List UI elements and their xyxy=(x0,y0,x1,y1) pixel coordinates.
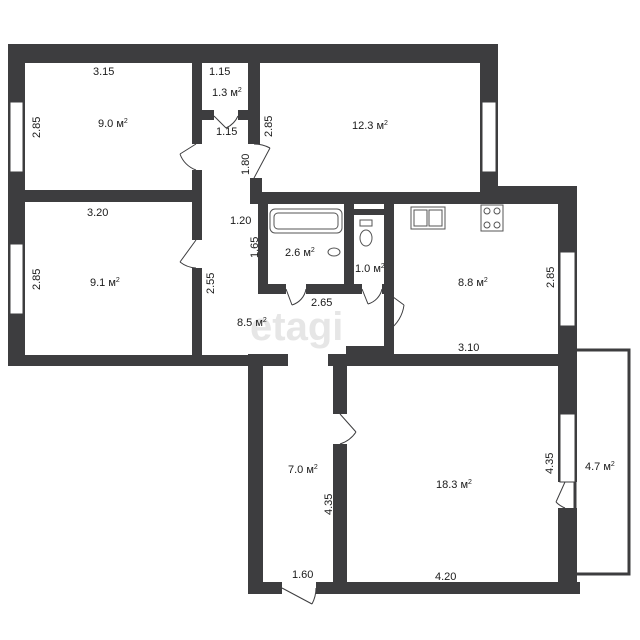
dim-label: 3.10 xyxy=(458,342,479,354)
window-room-nw xyxy=(9,101,24,173)
kitchen-sink-basin-icon xyxy=(413,209,428,227)
door-kitchen xyxy=(388,293,405,331)
sink-icon xyxy=(327,247,341,257)
bathtub-icon xyxy=(269,208,343,234)
dimension-labels: 3.15 2.85 1.15 1.15 2.85 1.80 3.20 1.20 … xyxy=(31,66,557,583)
kitchen-sink-basin2-icon xyxy=(428,209,443,227)
door-room-ne xyxy=(253,143,271,179)
area-balcony: 4.7 м2 xyxy=(585,461,615,473)
dim-label: 4.35 xyxy=(323,494,335,515)
kitchen-sink-icon xyxy=(410,206,446,230)
dim-label: 1.20 xyxy=(230,215,251,227)
area-room-ne: 12.3 м2 xyxy=(352,120,388,132)
area-room-w: 9.1 м2 xyxy=(90,277,120,289)
window-room-se xyxy=(559,413,576,483)
door-room-w xyxy=(179,239,197,269)
area-toilet: 1.0 м2 xyxy=(355,263,385,275)
area-hallway: 8.5 м2 xyxy=(237,317,267,329)
bathtub-inner-icon xyxy=(273,212,339,230)
area-bathroom: 2.6 м2 xyxy=(285,247,315,259)
area-kitchen: 8.8 м2 xyxy=(458,277,488,289)
area-labels: 9.0 м2 1.3 м2 12.3 м2 9.1 м2 2.6 м2 1.0 … xyxy=(90,87,615,491)
window-kitchen xyxy=(559,251,576,327)
dim-label: 1.15 xyxy=(216,126,237,138)
door-toilet xyxy=(361,288,383,305)
window-room-w xyxy=(9,243,24,315)
dim-label: 2.85 xyxy=(263,116,275,137)
dim-label: 4.35 xyxy=(544,453,556,474)
dim-label: 2.85 xyxy=(31,269,43,290)
area-room-sw: 7.0 м2 xyxy=(288,464,318,476)
burner-icon xyxy=(493,207,501,215)
toilet-tank-icon xyxy=(359,219,373,227)
door-room-nw xyxy=(179,143,197,171)
watermark: etagi xyxy=(250,305,343,349)
stove-icon xyxy=(480,204,504,232)
dim-label: 2.65 xyxy=(311,297,332,309)
fixtures xyxy=(269,204,504,257)
door-balcony xyxy=(555,481,566,509)
area-room-se: 18.3 м2 xyxy=(436,479,472,491)
doors xyxy=(179,115,566,605)
door-bathroom xyxy=(285,288,307,306)
dim-label: 3.15 xyxy=(93,66,114,78)
door-room-sw xyxy=(281,587,317,605)
burner-icon xyxy=(483,221,491,229)
dim-label: 3.20 xyxy=(87,207,108,219)
dim-label: 2.85 xyxy=(31,117,43,138)
door-closet xyxy=(213,115,239,129)
dim-label: 1.80 xyxy=(240,154,252,175)
door-room-se xyxy=(339,413,357,445)
dim-label: 1.65 xyxy=(249,237,261,258)
dim-label: 2.55 xyxy=(205,273,217,294)
area-closet: 1.3 м2 xyxy=(212,87,242,99)
toilet-icon xyxy=(359,229,373,247)
burner-icon xyxy=(493,221,501,229)
burner-icon xyxy=(483,207,491,215)
windows xyxy=(9,101,576,483)
dim-label: 1.15 xyxy=(209,66,230,78)
dim-label: 1.60 xyxy=(292,569,313,581)
window-room-ne xyxy=(481,101,497,173)
dim-label: 4.20 xyxy=(435,571,456,583)
area-room-nw: 9.0 м2 xyxy=(98,118,128,130)
dim-label: 2.85 xyxy=(545,267,557,288)
